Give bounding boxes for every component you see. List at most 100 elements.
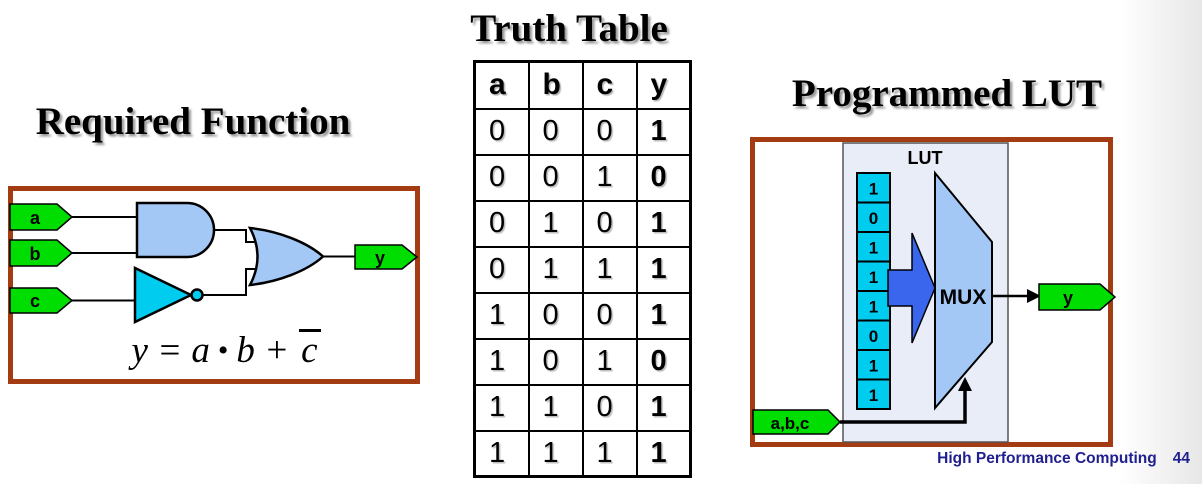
lut-flag-y-shape xyxy=(1038,283,1117,311)
header-b: b xyxy=(527,60,584,110)
flag-a-shape xyxy=(9,203,74,231)
cell-y: 1 xyxy=(635,383,692,432)
flag-y-shape xyxy=(354,244,419,270)
cell-c: 1 xyxy=(581,153,638,202)
required-function-title: Required Function xyxy=(35,100,351,143)
cell-b: 1 xyxy=(527,383,584,432)
cell-b: 1 xyxy=(527,199,584,248)
cell-c: 1 xyxy=(581,245,638,294)
circuit-frame xyxy=(8,186,420,384)
lut-flag-abc-label: a,b,c xyxy=(771,414,810,433)
lut-cell xyxy=(856,319,891,351)
truth-table-title: Truth Table xyxy=(470,7,668,50)
cell-c: 0 xyxy=(581,383,638,432)
cell-a: 0 xyxy=(473,153,530,202)
cell-a: 0 xyxy=(473,199,530,248)
data-arrow-icon xyxy=(887,232,936,344)
lut-memory-cells: 1 0 1 1 1 0 1 1 xyxy=(856,172,891,410)
truth-table: a b c y 0 0 0 1 0 0 1 0 0 1 0 1 0 1 1 1 xyxy=(473,60,692,478)
header-c: c xyxy=(581,60,638,110)
table-row: 1 0 1 0 xyxy=(473,337,692,386)
cell-c: 0 xyxy=(581,199,638,248)
cell-b: 1 xyxy=(527,429,584,478)
select-wire xyxy=(840,389,967,424)
flag-c-label: c xyxy=(30,291,40,311)
truth-table-header-row: a b c y xyxy=(473,60,692,110)
lut-output-flag-y: y xyxy=(1038,283,1117,311)
flag-y-label: y xyxy=(375,248,385,268)
cell-a: 1 xyxy=(473,429,530,478)
programmed-lut-diagram: LUT 1 0 1 1 1 0 1 1 MUX xyxy=(750,137,1117,447)
lut-cell-value: 1 xyxy=(869,298,878,317)
and-gate-icon xyxy=(135,201,216,259)
input-flag-a: a xyxy=(9,203,74,231)
cell-b: 1 xyxy=(527,245,584,294)
wire-not-to-or xyxy=(203,268,258,296)
cell-a: 1 xyxy=(473,383,530,432)
lut-panel-label: LUT xyxy=(908,148,943,168)
lut-cell-value: 1 xyxy=(869,386,878,405)
lut-cell xyxy=(856,349,891,381)
flag-b-shape xyxy=(9,239,74,267)
table-row: 1 0 0 1 xyxy=(473,291,692,340)
inverter-bubble-icon xyxy=(190,288,204,302)
flag-c-shape xyxy=(9,287,74,314)
or-gate-icon xyxy=(247,226,325,287)
mux-shape xyxy=(934,170,993,411)
not-gate-icon xyxy=(133,266,194,324)
table-row: 0 0 1 0 xyxy=(473,153,692,202)
lut-cell-value: 1 xyxy=(869,268,878,287)
boolean-formula: y = a•b +c xyxy=(30,329,422,372)
cell-a: 0 xyxy=(473,107,530,156)
page-number: 44 xyxy=(1172,450,1190,467)
lut-flag-abc-shape xyxy=(752,409,842,435)
cell-y: 1 xyxy=(635,199,692,248)
mux-label: MUX xyxy=(940,286,987,309)
cell-a: 0 xyxy=(473,245,530,294)
flag-a-label: a xyxy=(30,208,41,228)
cell-y: 0 xyxy=(635,337,692,386)
cell-b: 0 xyxy=(527,153,584,202)
cell-y: 1 xyxy=(635,245,692,294)
output-arrowhead-icon xyxy=(1027,289,1041,303)
lut-cell-value: 1 xyxy=(869,180,878,199)
cell-c: 1 xyxy=(581,429,638,478)
cell-a: 1 xyxy=(473,291,530,340)
negated-variable: c xyxy=(299,329,321,371)
table-row: 1 1 0 1 xyxy=(473,383,692,432)
output-flag-y: y xyxy=(354,244,419,270)
cell-b: 0 xyxy=(527,337,584,386)
wire-and-to-or xyxy=(213,229,258,243)
lut-cell xyxy=(856,378,891,410)
lut-cell-value: 0 xyxy=(869,327,878,346)
table-row: 1 1 1 1 xyxy=(473,429,692,478)
cell-y: 1 xyxy=(635,429,692,478)
required-function-circuit: a b c y xyxy=(8,186,420,384)
select-arrowhead-icon xyxy=(958,377,972,391)
cell-a: 1 xyxy=(473,337,530,386)
cell-b: 0 xyxy=(527,291,584,340)
formula-lhs: y = a xyxy=(131,330,210,371)
cell-y: 1 xyxy=(635,107,692,156)
lut-cell-value: 1 xyxy=(869,239,878,258)
input-flag-c: c xyxy=(9,287,74,314)
cell-y: 0 xyxy=(635,153,692,202)
programmed-lut-title: Programmed LUT xyxy=(791,72,1103,115)
input-flag-b: b xyxy=(9,239,74,267)
header-a: a xyxy=(473,60,530,110)
cell-c: 0 xyxy=(581,291,638,340)
lut-input-flag-abc: a,b,c xyxy=(752,409,842,435)
cell-c: 1 xyxy=(581,337,638,386)
footer-text: High Performance Computing xyxy=(937,450,1157,467)
and-dot-operator: • xyxy=(217,334,229,367)
header-y: y xyxy=(635,60,692,110)
slide-footer: High Performance Computing 44 xyxy=(937,450,1190,468)
lut-flag-y-label: y xyxy=(1063,288,1073,308)
flag-b-label: b xyxy=(30,244,41,264)
table-row: 0 1 0 1 xyxy=(473,199,692,248)
cell-y: 1 xyxy=(635,291,692,340)
formula-mid: b + xyxy=(236,330,290,371)
table-row: 0 0 0 1 xyxy=(473,107,692,156)
lut-cell xyxy=(856,201,891,233)
